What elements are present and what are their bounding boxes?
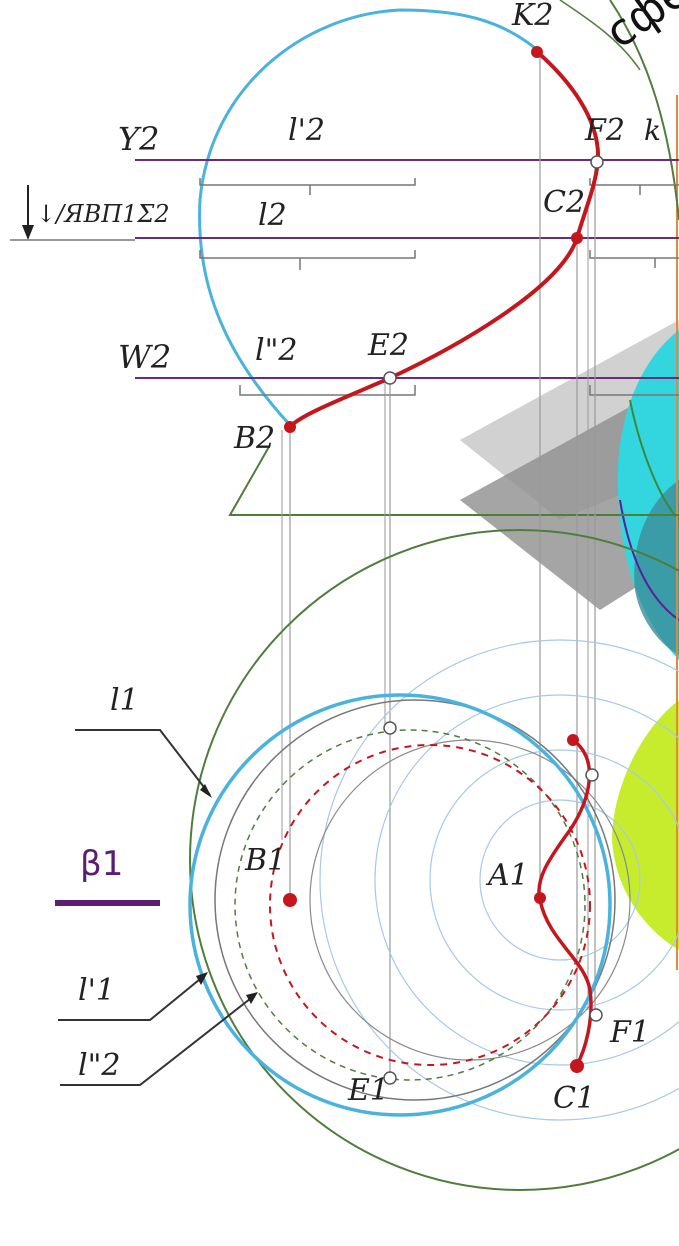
green-arc-top (609, 0, 679, 221)
green-arc-top-inner (559, 0, 641, 71)
label-w2: W2 (118, 338, 171, 376)
label-a1: A1 (485, 858, 529, 893)
point-f2 (590, 155, 604, 169)
label-l-double-prime-2-bottom: l"2 (78, 1048, 120, 1083)
label-l-prime-1: l'1 (78, 973, 115, 1008)
label-c2: C2 (543, 185, 585, 220)
light-circle-1 (319, 639, 679, 1121)
frontal-sphere-outline (198, 8, 536, 427)
bracket-right-3 (589, 385, 679, 396)
green-curve-3d (629, 399, 679, 521)
point-b2 (284, 421, 296, 433)
arrowhead-l-double-prime-2 (246, 992, 258, 1004)
point-e-upper (383, 721, 397, 735)
point-k1-top (567, 734, 579, 746)
arrowhead-l1 (200, 784, 212, 798)
point-e1 (383, 1071, 397, 1085)
green-big-circle (189, 529, 679, 1191)
bracket-l2 (199, 250, 416, 270)
l1-sphere-outline (188, 693, 612, 1117)
point-b1 (283, 893, 297, 907)
light-circle-4 (479, 799, 641, 961)
label-f2: F2 (584, 113, 625, 148)
light-circle-2 (374, 694, 679, 1066)
arrowhead-l-prime-1 (196, 972, 208, 985)
bracket-right-1 (589, 178, 679, 195)
gray-circle-b (214, 699, 616, 1101)
label-beta1: β1 (80, 844, 123, 884)
leader-l-double-prime-2 (60, 994, 256, 1086)
bracket-l-double-prime-2 (239, 385, 416, 396)
label-f1: F1 (609, 1015, 650, 1050)
horizontal-red-curve (537, 738, 593, 1066)
point-f1 (589, 1008, 603, 1022)
purple-curve-3d (619, 499, 679, 621)
label-c1: C1 (553, 1081, 595, 1116)
3d-illustration (460, 95, 679, 970)
frontal-red-curve (288, 48, 601, 429)
light-circle-3 (429, 749, 679, 1011)
bracket-l-prime-2 (199, 178, 416, 195)
label-k2: K2 (511, 0, 554, 33)
label-b2: B2 (233, 421, 275, 456)
point-e2 (383, 371, 397, 385)
label-sigma-axis: ↓/ЯВП1Σ2 (36, 200, 170, 228)
red-dashed-circle (269, 744, 591, 1066)
leader-l-prime-1 (58, 974, 206, 1021)
label-e2: E2 (367, 328, 409, 363)
horizontal-projection (188, 529, 679, 1191)
point-upper-white (585, 768, 599, 782)
label-l2: l2 (258, 198, 287, 233)
yellow-green-sphere (612, 700, 679, 950)
label-l-prime-2-top: l'2 (288, 113, 325, 148)
point-c1 (570, 1059, 584, 1073)
point-a1 (534, 892, 546, 904)
point-k2 (531, 46, 543, 58)
point-c2 (571, 232, 583, 244)
rotated-fragment: сфер (596, 0, 679, 59)
leader-l1 (75, 729, 211, 796)
label-y2: Y2 (118, 120, 159, 158)
label-l1: l1 (110, 683, 139, 718)
green-triangle (228, 444, 679, 516)
green-dashed-circle (234, 729, 586, 1081)
label-e1: E1 (347, 1073, 389, 1108)
bracket-right-2 (589, 250, 679, 268)
label-b1: B1 (244, 843, 286, 878)
projection-arrowhead (22, 225, 34, 240)
label-k: k (644, 114, 661, 147)
label-l-double-prime-2-top: l"2 (255, 333, 297, 368)
